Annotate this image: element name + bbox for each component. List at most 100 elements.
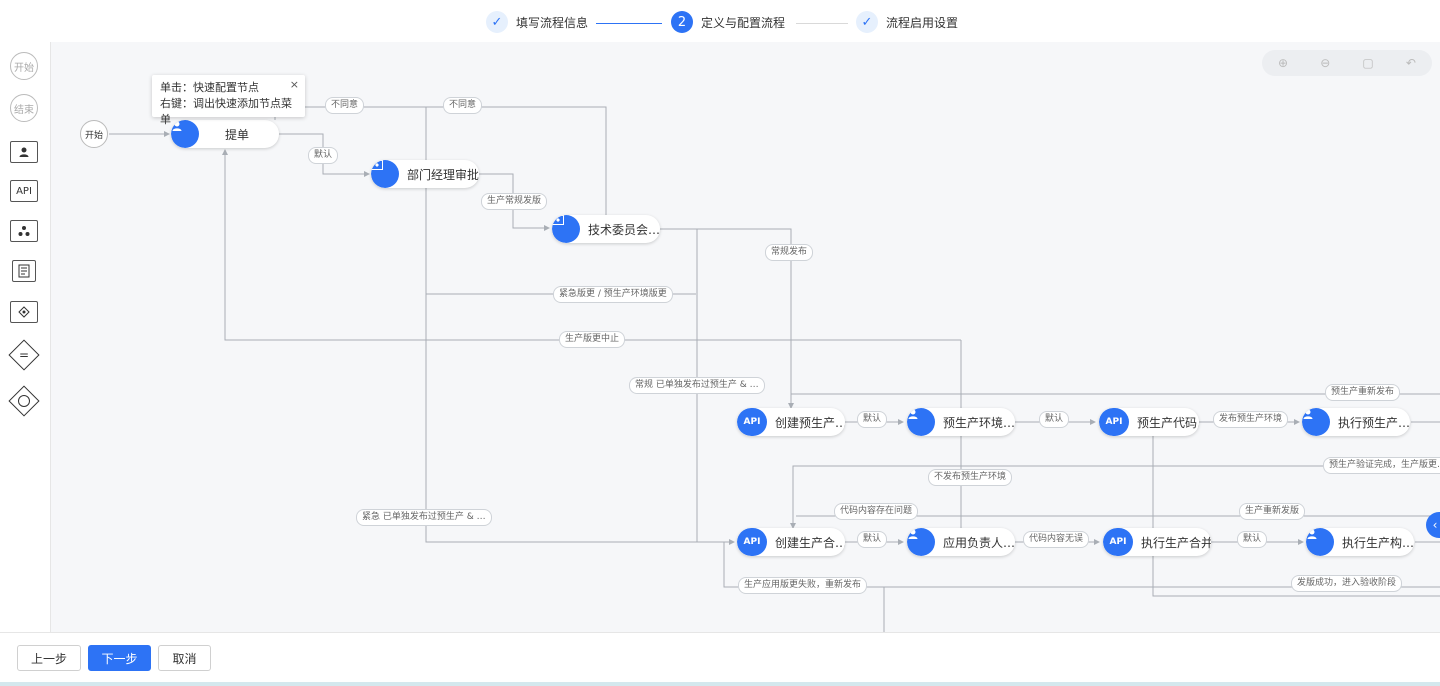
palette-api-task[interactable]: API <box>10 180 38 202</box>
node-label: 部门经理审批 <box>407 167 479 182</box>
api-badge: API <box>1099 408 1129 436</box>
node-submit[interactable]: 提单 <box>171 120 279 148</box>
node-exec-preprod[interactable]: 执行预生产… <box>1302 408 1410 436</box>
node-label: 创建生产合… <box>775 535 845 550</box>
user-icon <box>19 147 29 157</box>
palette-start-node[interactable]: 开始 <box>10 52 38 80</box>
palette-exclusive-gateway[interactable]: = <box>8 339 40 371</box>
document-icon <box>18 264 30 278</box>
node-preprod-code[interactable]: API 预生产代码… <box>1099 408 1199 436</box>
canvas-toolbar: ⊕ ⊖ ▢ ↶ <box>1262 50 1432 76</box>
user-icon <box>1302 408 1330 436</box>
step-label: 流程启用设置 <box>886 15 959 30</box>
node-preprod-env[interactable]: 预生产环境… <box>907 408 1015 436</box>
edge-label[interactable]: 默认 <box>1237 531 1268 548</box>
node-exec-prod-build[interactable]: 执行生产构… <box>1306 528 1414 556</box>
edge-label[interactable]: 代码内容存在问题 <box>834 503 919 520</box>
node-create-prod[interactable]: API 创建生产合… <box>737 528 845 556</box>
node-app-owner[interactable]: 应用负责人… <box>907 528 1015 556</box>
fit-screen-icon[interactable]: ▢ <box>1362 56 1374 70</box>
edge <box>222 149 961 341</box>
edge-label[interactable]: 代码内容无误 <box>1023 531 1090 548</box>
edge-label[interactable]: 生产常规发版 <box>481 193 548 210</box>
node-label: 提单 <box>225 127 250 142</box>
chevron-left-icon: ‹ <box>1432 518 1438 532</box>
edge-label[interactable]: 生产重新发版 <box>1239 503 1306 520</box>
step-fill-info[interactable]: ✓ 填写流程信息 <box>486 11 588 33</box>
check-icon: ✓ <box>856 11 878 33</box>
close-icon[interactable]: × <box>289 78 299 91</box>
node-label: 预生产环境… <box>943 415 1015 430</box>
hint-tooltip: 单击：快速配置节点 右键：调出快速添加节点菜单 × <box>152 75 305 126</box>
panel-collapse-button[interactable]: ‹ <box>1426 512 1440 538</box>
edge-label[interactable]: 常规发布 <box>765 244 814 261</box>
palette-group-task[interactable] <box>10 220 38 242</box>
palette-form-task[interactable] <box>12 260 36 282</box>
edge <box>1152 436 1440 597</box>
step-connector <box>796 23 848 24</box>
step-enable-settings[interactable]: ✓ 流程启用设置 <box>856 11 958 33</box>
node-label: 技术委员会… <box>588 222 660 237</box>
cancel-button[interactable]: 取消 <box>158 645 211 671</box>
edge-label[interactable]: 默认 <box>857 411 888 428</box>
edge-label[interactable]: 紧急版更 / 预生产环境版更 <box>553 286 673 303</box>
equals-icon: = <box>18 348 30 362</box>
edge-label[interactable]: 不同意 <box>325 97 365 114</box>
zoom-in-icon[interactable]: ⊕ <box>1278 56 1289 70</box>
start-node[interactable]: 开始 <box>80 120 108 148</box>
bottom-strip <box>0 682 1440 686</box>
user-icon <box>907 408 935 436</box>
edge-label[interactable]: 发布预生产环境 <box>1213 411 1289 428</box>
diamond-arrow-icon <box>18 306 30 318</box>
zoom-out-icon[interactable]: ⊖ <box>1320 56 1331 70</box>
next-step-button[interactable]: 下一步 <box>88 645 151 671</box>
tooltip-line: 右键：调出快速添加节点菜单 <box>160 97 292 126</box>
node-label: 执行生产合并 <box>1141 535 1211 550</box>
edge-label[interactable]: 默认 <box>857 531 888 548</box>
api-badge: API <box>737 528 767 556</box>
step-number: 2 <box>671 11 693 33</box>
node-palette: 开始 结束 API = <box>0 42 51 632</box>
edge-label[interactable]: 默认 <box>308 147 339 164</box>
edge <box>659 228 794 409</box>
palette-inclusive-gateway[interactable] <box>8 385 40 417</box>
script-icon <box>552 215 580 243</box>
palette-end-node[interactable]: 结束 <box>10 94 38 122</box>
node-label: 应用负责人… <box>943 535 1015 550</box>
edge-label[interactable]: 生产应用版更失败，重新发布 <box>738 577 868 594</box>
prev-step-button[interactable]: 上一步 <box>17 645 81 671</box>
node-label: 执行生产构… <box>1342 535 1414 550</box>
step-connector <box>596 23 662 24</box>
edge <box>790 465 1440 529</box>
node-create-preprod[interactable]: API 创建预生产… <box>737 408 845 436</box>
user-icon <box>907 528 935 556</box>
edge-label[interactable]: 生产版更中止 <box>559 331 626 348</box>
check-icon: ✓ <box>486 11 508 33</box>
undo-icon[interactable]: ↶ <box>1405 56 1416 70</box>
step-label: 定义与配置流程 <box>701 15 786 30</box>
edge-label[interactable]: 常规 已单独发布过预生产 & … <box>629 377 765 394</box>
palette-user-task[interactable] <box>10 141 38 163</box>
edge-label[interactable]: 紧急 已单独发布过预生产 & … <box>356 509 492 526</box>
flow-canvas[interactable]: 不同意 不同意 默认 生产常规发版 常规发布 紧急版更 / 预生产环境版更 生产… <box>51 42 1440 632</box>
edge <box>426 106 607 230</box>
node-dept-approval[interactable]: 部门经理审批 <box>371 160 479 188</box>
palette-script-task[interactable] <box>10 301 38 323</box>
node-label: 预生产代码… <box>1137 415 1199 430</box>
edge-label[interactable]: 预生产验证完成，生产版更… <box>1323 457 1440 474</box>
api-badge: API <box>737 408 767 436</box>
edge-label[interactable]: 不同意 <box>443 97 483 114</box>
edge-label[interactable]: 预生产重新发布 <box>1325 384 1401 401</box>
step-define-config[interactable]: 2 定义与配置流程 <box>671 11 785 33</box>
tooltip-line: 单击：快速配置节点 <box>160 81 259 94</box>
step-label: 填写流程信息 <box>516 15 589 30</box>
node-tech-committee[interactable]: 技术委员会… <box>552 215 660 243</box>
edge <box>425 294 735 545</box>
step-progress-bar: ✓ 填写流程信息 2 定义与配置流程 ✓ 流程启用设置 <box>0 0 1440 43</box>
edge-label[interactable]: 发版成功，进入验收阶段 <box>1291 575 1403 592</box>
user-icon <box>171 120 199 148</box>
edge-label[interactable]: 不发布预生产环境 <box>928 469 1013 486</box>
edge-label[interactable]: 默认 <box>1039 411 1070 428</box>
node-label: 执行预生产… <box>1338 415 1410 430</box>
node-exec-prod-merge[interactable]: API 执行生产合并 <box>1103 528 1211 556</box>
